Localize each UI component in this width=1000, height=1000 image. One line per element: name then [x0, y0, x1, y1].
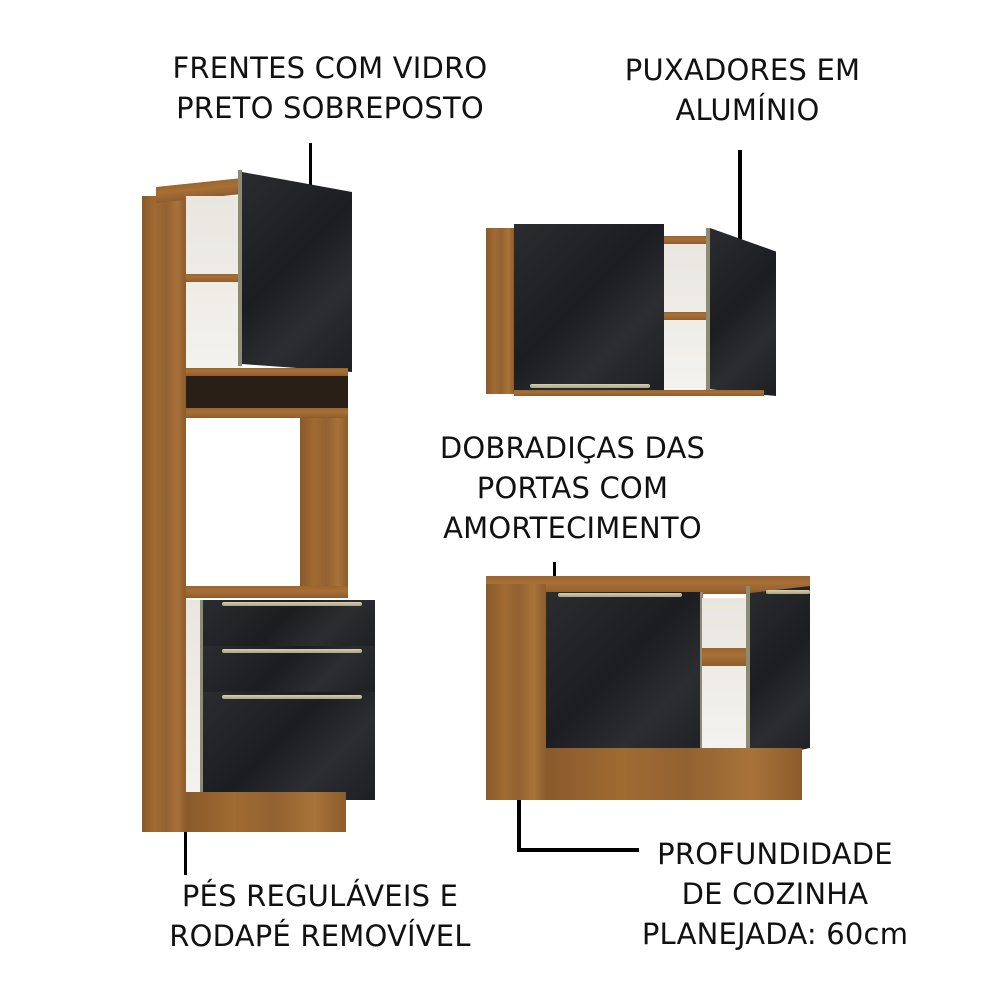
- tower-right-side-panel: [300, 418, 348, 588]
- callout-hinges-line-1: DOBRADIÇAS DAS: [439, 431, 706, 465]
- callout-hinges-line-2: PORTAS COM: [476, 471, 669, 505]
- drawer-3-handle[interactable]: [222, 695, 362, 699]
- leader-line-depth-vertical: [517, 760, 521, 851]
- base-cabinet-left-handle[interactable]: [558, 593, 682, 597]
- tower-side-panel: [142, 196, 186, 832]
- wall-cabinet-left-handle[interactable]: [530, 384, 650, 388]
- callout-handles-line-1: PUXADORES EM: [624, 53, 861, 87]
- callout-feet-line-1: PÉS REGULÁVEIS E: [181, 879, 459, 913]
- leader-line-fronts: [309, 143, 312, 218]
- wall-cabinet-side: [486, 228, 514, 394]
- base-cabinet-left-door[interactable]: [546, 592, 703, 768]
- callout-depth-line-2: DE COZINHA: [681, 877, 869, 911]
- drawer-3[interactable]: [200, 692, 375, 800]
- callout-depth-label: PROFUNDIDADE DE COZINHA PLANEJADA: 60cm: [630, 834, 920, 954]
- wall-cabinet-shelf: [664, 312, 706, 320]
- drawer-1[interactable]: [200, 600, 375, 650]
- callout-handles-label: PUXADORES EM ALUMÍNIO: [610, 50, 875, 130]
- callout-fronts-line-1: FRENTES COM VIDRO: [172, 51, 488, 85]
- tower-niche: [186, 376, 348, 408]
- tower-upper-door-edge: [238, 170, 242, 366]
- tower-upper-glass-door: [242, 172, 352, 372]
- tower-oven-opening: [186, 418, 300, 586]
- tall-oven-tower: [142, 170, 375, 832]
- tower-upper-interior: [186, 196, 242, 371]
- wall-cabinet-bottom: [514, 390, 764, 396]
- wall-cabinet-right-door-edge: [706, 228, 710, 396]
- callout-hinges-label: DOBRADIÇAS DAS PORTAS COM AMORTECIMENTO: [420, 428, 725, 548]
- wall-cabinet: [486, 224, 776, 400]
- drawer-2[interactable]: [200, 646, 375, 694]
- drawer-2-handle[interactable]: [222, 649, 362, 653]
- wall-cabinet-left-door[interactable]: [514, 224, 664, 390]
- callout-hinges-line-3: AMORTECIMENTO: [443, 511, 702, 545]
- base-cabinet: [486, 576, 812, 800]
- tower-drawer-section-top: [186, 586, 348, 598]
- tower-niche-shelf-top: [186, 368, 348, 376]
- leader-line-feet: [184, 805, 187, 875]
- base-cabinet-plinth: [546, 748, 802, 800]
- tower-niche-shelf-bottom: [186, 408, 348, 418]
- base-cabinet-right-handle[interactable]: [766, 590, 810, 594]
- callout-fronts-line-2: PRETO SOBREPOSTO: [176, 91, 484, 125]
- callout-feet-label: PÉS REGULÁVEIS E RODAPÉ REMOVÍVEL: [160, 876, 480, 956]
- base-cabinet-shelf: [702, 648, 748, 666]
- wall-cabinet-right-door[interactable]: [710, 228, 776, 396]
- wall-cabinet-top-edge: [664, 236, 706, 244]
- base-cabinet-top: [486, 576, 810, 594]
- tower-removable-plinth: [186, 792, 346, 832]
- callout-depth-line-1: PROFUNDIDADE: [657, 837, 893, 871]
- callout-fronts-label: FRENTES COM VIDRO PRETO SOBREPOSTO: [160, 48, 500, 128]
- base-cabinet-interior: [702, 598, 748, 748]
- base-cabinet-right-door[interactable]: [750, 586, 810, 762]
- base-cabinet-right-door-edge: [746, 586, 750, 762]
- leader-line-depth-horizontal: [517, 848, 639, 852]
- tower-drawer-slides: [186, 600, 202, 796]
- tower-upper-shelf: [186, 274, 242, 282]
- callout-depth-line-3: PLANEJADA: 60cm: [641, 917, 909, 951]
- callout-feet-line-2: RODAPÉ REMOVÍVEL: [169, 919, 471, 953]
- drawer-1-handle[interactable]: [222, 602, 362, 606]
- base-cabinet-side: [486, 584, 546, 800]
- callout-handles-line-2: ALUMÍNIO: [675, 93, 820, 127]
